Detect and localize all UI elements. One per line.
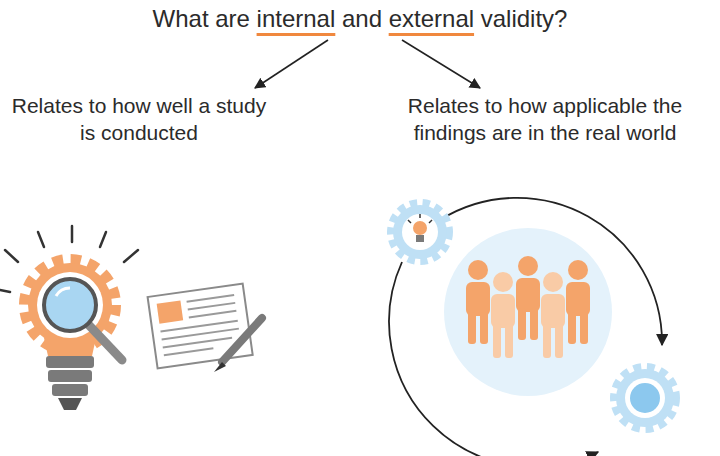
lightbulb-icon xyxy=(0,226,138,410)
document-icon xyxy=(148,284,253,369)
word-underline xyxy=(257,33,336,36)
description-label: Relates to how well a study is conducted xyxy=(8,92,270,146)
people-group xyxy=(466,256,590,358)
description-label: Relates to how applicable the findings a… xyxy=(372,92,718,146)
word-underline xyxy=(389,33,474,36)
people-ground xyxy=(444,228,612,396)
gear-icon xyxy=(615,368,675,428)
pen-icon xyxy=(214,318,262,372)
gear-bulb-icon xyxy=(392,204,448,260)
leader-arrow xyxy=(255,40,328,88)
leader-arrow xyxy=(402,40,480,88)
title: What are internal and external validity? xyxy=(0,4,720,34)
